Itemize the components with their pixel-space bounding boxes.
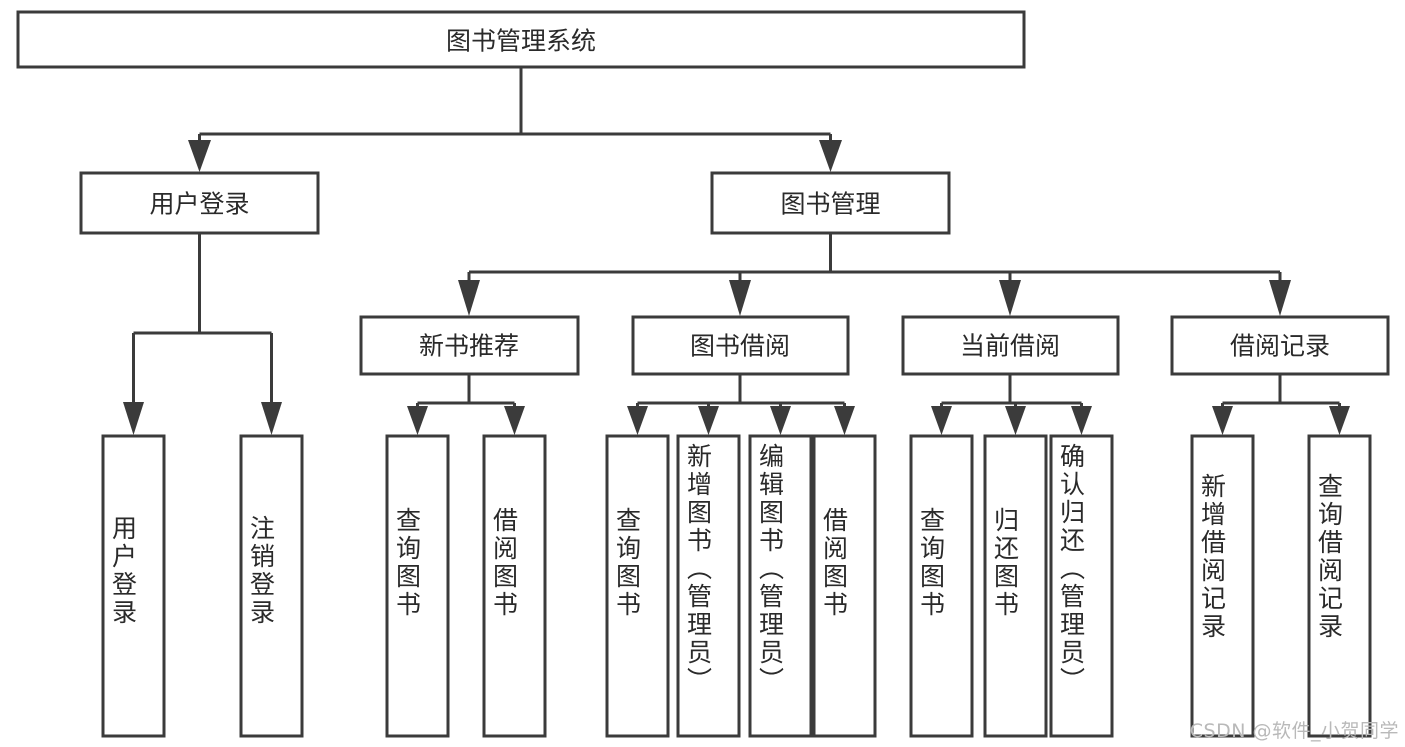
arrowhead-user-login (188, 140, 211, 172)
leaf-query-record-box[interactable] (1307, 434, 1372, 738)
node-new-book-rec-box[interactable] (359, 315, 580, 376)
leaf-borrow-book-2-box[interactable] (812, 434, 877, 738)
node-user-login-label: 用户登录 (149, 190, 249, 219)
node-root-box[interactable] (16, 10, 1026, 69)
leaf-borrow-book-1-box[interactable] (482, 434, 547, 738)
arrowhead-leaf-query-book-3 (931, 406, 952, 435)
leaf-query-book-2-box[interactable] (605, 434, 670, 738)
csdn-watermark: CSDN @软件_小贺同学 (1189, 720, 1399, 742)
arrowhead-leaf-borrow-book-1 (504, 406, 525, 435)
leaf-return-book-box[interactable] (983, 434, 1048, 738)
arrowhead-new-book-rec (458, 280, 480, 316)
arrowhead-leaf-borrow-book-2 (834, 406, 855, 435)
arrowhead-leaf-add-book (698, 406, 719, 435)
arrowhead-leaf-edit-book (770, 406, 791, 435)
leaf-add-record-box[interactable] (1190, 434, 1255, 738)
leaf-confirm-return-box[interactable] (1049, 434, 1114, 738)
arrowhead-leaf-query-record (1329, 406, 1350, 435)
node-book-borrow-label: 图书借阅 (690, 332, 790, 361)
node-root-label: 图书管理系统 (446, 27, 596, 56)
node-current-borrow-box[interactable] (901, 315, 1120, 376)
node-book-manage-label: 图书管理 (780, 190, 880, 219)
arrowhead-current-borrow (999, 280, 1021, 316)
node-new-book-rec-label: 新书推荐 (419, 332, 519, 361)
arrowhead-book-borrow (729, 280, 751, 316)
leaf-user-login-box[interactable] (101, 434, 166, 738)
arrowhead-leaf-query-book-1 (407, 406, 428, 435)
arrowhead-leaf-add-record (1212, 406, 1233, 435)
arrowhead-leaf-return-book (1005, 406, 1026, 435)
leaf-logout-box[interactable] (239, 434, 304, 738)
node-borrow-record-label: 借阅记录 (1230, 332, 1330, 361)
leaf-query-book-1-box[interactable] (385, 434, 450, 738)
arrowhead-borrow-record (1269, 280, 1291, 316)
leaf-add-book-box[interactable] (676, 434, 741, 738)
leaf-query-book-3-box[interactable] (909, 434, 974, 738)
arrowhead-leaf-confirm-return (1071, 406, 1092, 435)
arrowhead-leaf-logout (261, 402, 282, 435)
arrowhead-leaf-query-book-2 (627, 406, 648, 435)
arrowhead-book-manage (819, 140, 842, 172)
arrowhead-leaf-user-login (123, 402, 144, 435)
node-user-login-box[interactable] (79, 171, 320, 235)
node-current-borrow-label: 当前借阅 (960, 332, 1060, 361)
leaf-edit-book-box[interactable] (748, 434, 813, 738)
